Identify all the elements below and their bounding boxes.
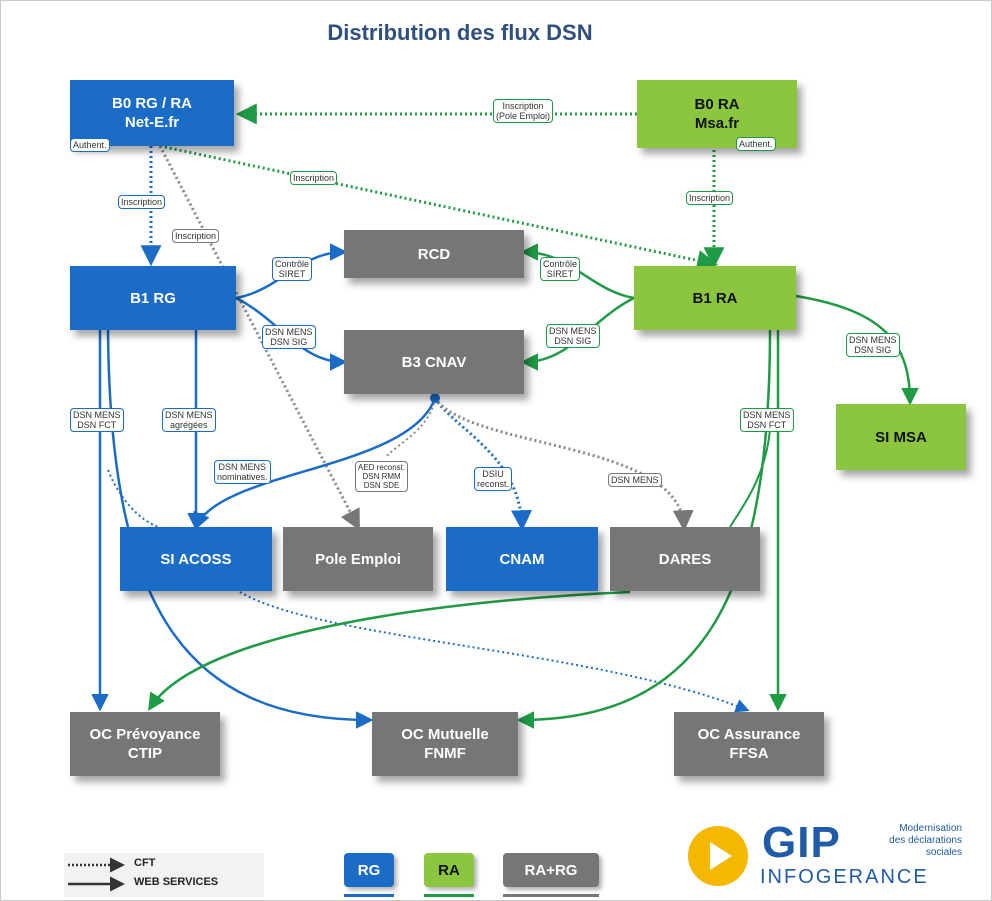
label-inscription-rg: Inscription — [118, 195, 166, 209]
node-b0rg: B0 RG / RA Net-E.fr — [70, 80, 234, 146]
hub-dot — [430, 393, 440, 403]
label-dsn-mens-dares: DSN MENS — [608, 473, 662, 487]
legend-rarg: RA+RG — [503, 853, 599, 887]
node-b1rg: B1 RG — [70, 266, 236, 330]
node-simsa-label: SI MSA — [875, 428, 927, 446]
node-fnmf-line1: OC Mutuelle — [401, 726, 489, 743]
node-rcd: RCD — [344, 230, 524, 278]
node-b3cnav: B3 CNAV — [344, 330, 524, 394]
link-b1rg-fnmf — [106, 329, 374, 729]
link-dares-ctip — [148, 590, 631, 711]
link-b0rg-pole — [158, 145, 360, 531]
legend-ra: RA — [424, 853, 474, 887]
node-ctip-line1: OC Prévoyance — [89, 726, 201, 743]
node-siacoss-label: SI ACOSS — [160, 550, 232, 568]
gip-tagline-3: sociales — [925, 847, 962, 858]
link-b1ra-fnmf — [516, 329, 772, 729]
node-dares: DARES — [610, 527, 760, 591]
node-b1ra: B1 RA — [634, 266, 796, 330]
label-authent-ra: Authent. — [736, 137, 776, 151]
node-oc-ffsa: OC Assurance FFSA — [674, 712, 824, 776]
gip-tagline-2: des déclarations — [889, 835, 962, 846]
link-siacoss-ffsa — [239, 591, 750, 713]
link-b1ra-simsa — [795, 294, 919, 406]
legend-rg-line — [344, 894, 394, 897]
legend-lines — [68, 857, 125, 892]
legend-rg: RG — [344, 853, 394, 887]
node-b1rg-label: B1 RG — [130, 289, 176, 307]
node-dares-label: DARES — [658, 550, 712, 568]
link-b3-cnam — [433, 397, 533, 532]
node-b3cnav-label: B3 CNAV — [401, 353, 467, 371]
gip-logo-subtitle: INFOGERANCE — [760, 866, 929, 888]
label-inscription-pole: Inscription(Pole Emploi) — [493, 99, 554, 123]
diagram-title: Distribution des flux DSN — [327, 20, 593, 45]
node-oc-ctip: OC Prévoyance CTIP — [70, 712, 220, 776]
node-pole-label: Pole Emploi — [315, 550, 401, 568]
gip-tagline-1: Modernisation — [899, 823, 962, 834]
link-b3-siacoss — [193, 397, 437, 531]
legend-ws-label: WEB SERVICES — [134, 876, 219, 888]
label-inscription-ra: Inscription — [686, 191, 734, 205]
node-siacoss: SI ACOSS — [120, 527, 272, 591]
node-cnam-label: CNAM — [499, 550, 545, 568]
node-ffsa-line2: FFSA — [729, 745, 769, 762]
node-simsa: SI MSA — [836, 404, 966, 470]
link-b1rg-siacoss-cft — [107, 469, 159, 528]
label-authent-rg: Authent. — [70, 138, 110, 152]
node-cnam: CNAM — [446, 527, 598, 591]
node-b0ra-line2: Msa.fr — [694, 115, 740, 132]
node-ctip-line2: CTIP — [127, 745, 163, 762]
node-pole-emploi: Pole Emploi — [283, 527, 433, 591]
node-b0ra: B0 RA Msa.fr — [637, 80, 797, 148]
node-rcd-label: RCD — [417, 245, 451, 263]
node-b0rg-line1: B0 RG / RA — [111, 95, 192, 112]
link-b3-dares — [433, 397, 694, 532]
gip-logo-letters: GIP — [762, 818, 841, 867]
legend-rarg-line — [503, 894, 599, 897]
legend-panel — [64, 853, 264, 897]
node-b0rg-line2: Net-E.fr — [124, 114, 180, 131]
gip-logo-mark — [688, 826, 748, 886]
gip-logo-tagline: Modernisation des déclarations sociales — [858, 823, 962, 859]
label-inscription-diag: Inscription — [290, 171, 338, 185]
node-b0ra-line1: B0 RA — [694, 96, 740, 113]
legend-cft-label: CFT — [134, 857, 156, 869]
node-ffsa-line1: OC Assurance — [697, 726, 801, 743]
link-b1ra-dares — [729, 429, 771, 528]
label-inscription-gray: Inscription — [172, 229, 220, 243]
legend-ra-line — [424, 894, 474, 897]
node-fnmf-line2: FNMF — [424, 745, 466, 762]
node-oc-fnmf: OC Mutuelle FNMF — [372, 712, 518, 776]
node-b1ra-label: B1 RA — [692, 289, 738, 307]
